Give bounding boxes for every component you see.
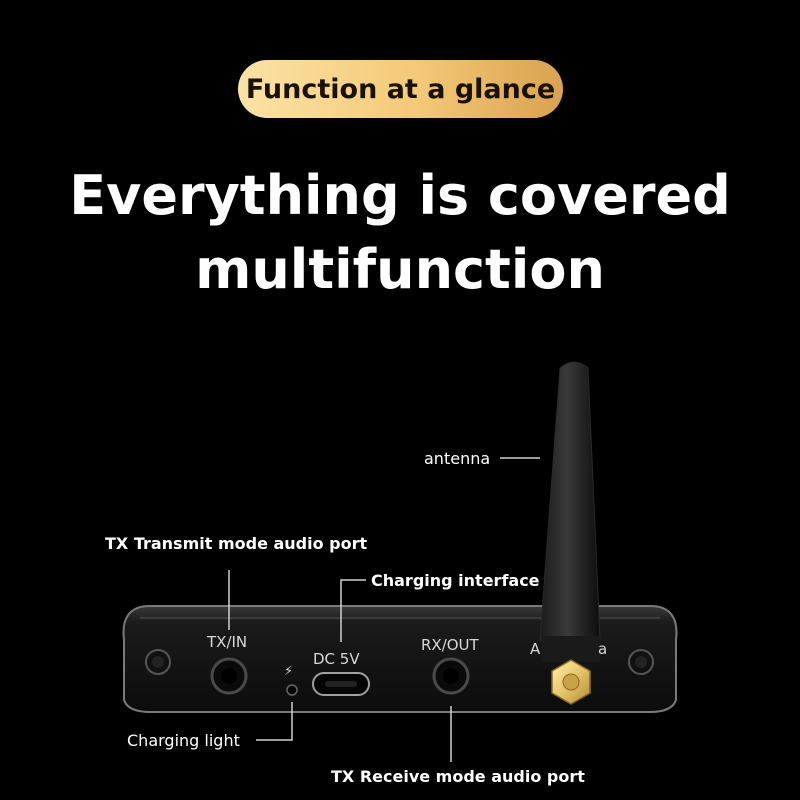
charging-light-icon — [286, 684, 298, 696]
antenna-print-tail: a — [598, 640, 608, 658]
antenna-print-partial: A — [530, 640, 541, 658]
rx-out-callout: TX Receive mode audio port — [331, 767, 585, 786]
tx-in-callout: TX Transmit mode audio port — [105, 534, 368, 553]
charging-light-callout: Charging light — [127, 731, 240, 750]
antenna-icon — [539, 361, 601, 641]
headline-line-1: Everything is covered — [69, 164, 731, 227]
charging-interface-leader — [340, 579, 366, 642]
headline-line-2: multifunction — [195, 238, 605, 301]
rx-out-print: RX/OUT — [421, 636, 479, 654]
bolt-icon: ⚡ — [284, 664, 294, 679]
function-badge: Function at a glance — [238, 60, 563, 118]
charging-interface-callout: Charging interface — [371, 571, 540, 590]
device-body — [122, 605, 678, 713]
dc-5v-print: DC 5V — [313, 650, 360, 668]
antenna-callout: antenna — [424, 449, 491, 468]
charging-light-leader — [256, 702, 293, 741]
tx-in-print: TX/IN — [207, 633, 248, 651]
